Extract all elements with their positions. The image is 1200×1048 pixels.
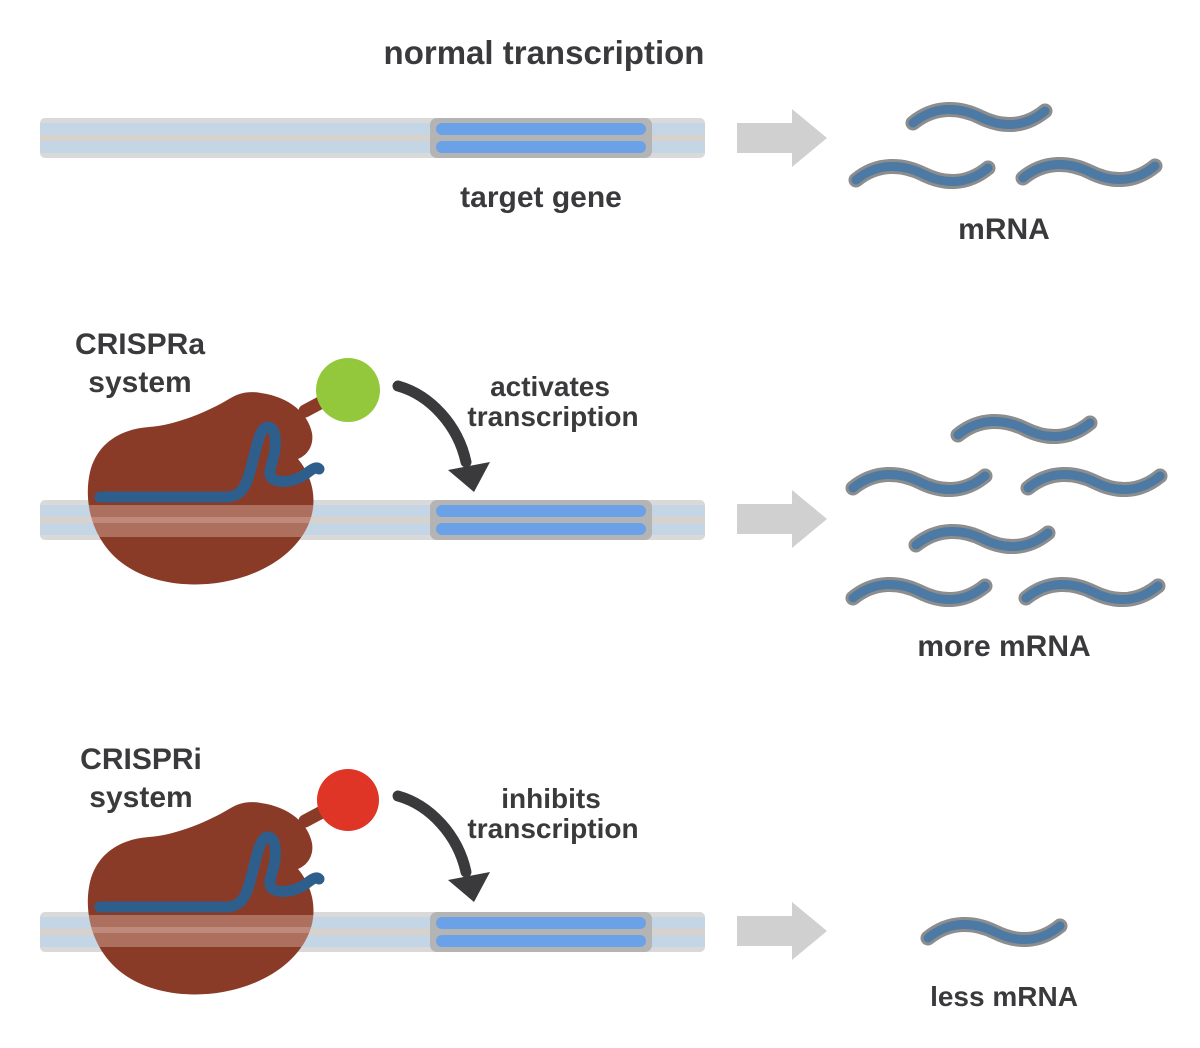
dcas9-activator-complex bbox=[87, 358, 380, 585]
gene-region-icon bbox=[430, 500, 652, 540]
target-gene-label: target gene bbox=[460, 181, 622, 214]
gene-strand-bottom bbox=[436, 141, 646, 153]
dna-edge bbox=[40, 118, 705, 123]
crispri-label-line2: system bbox=[89, 781, 193, 814]
dna-edge bbox=[40, 153, 705, 158]
crispra-label-line2: system bbox=[88, 366, 192, 399]
dna-edge bbox=[40, 912, 705, 917]
dna-through-protein bbox=[87, 915, 314, 947]
action-label-line1: activates bbox=[490, 371, 610, 402]
action-label-line1: inhibits bbox=[501, 783, 601, 814]
mrna-strand-icon bbox=[905, 101, 1053, 133]
dna-divider bbox=[40, 517, 705, 523]
mrna-strand-icon bbox=[950, 413, 1098, 445]
mrna-strand-icon bbox=[1015, 156, 1163, 188]
right-arrow-icon bbox=[737, 902, 827, 960]
dcas9-protein-icon bbox=[87, 802, 314, 995]
gene-strand-bottom bbox=[436, 935, 646, 947]
mrna-result-label: mRNA bbox=[958, 213, 1050, 246]
mrna-strand-icon bbox=[845, 576, 993, 608]
gene-region-icon bbox=[430, 912, 652, 952]
dcas9-repressor-complex bbox=[87, 769, 379, 995]
right-arrow-icon bbox=[737, 490, 827, 548]
dna-edge bbox=[40, 500, 705, 505]
mrna-strand-icon bbox=[848, 158, 996, 190]
dna-edge bbox=[40, 535, 705, 540]
right-arrow-icon bbox=[737, 109, 827, 167]
gene-strand-top bbox=[436, 123, 646, 135]
action-arrow-icon bbox=[392, 380, 490, 492]
dna-through-protein bbox=[87, 505, 314, 537]
dna-strand bbox=[40, 118, 705, 158]
mrna-strand-icon bbox=[1018, 576, 1166, 608]
gene-region-icon bbox=[430, 118, 652, 158]
guide-rna-icon bbox=[94, 831, 325, 913]
crispra-label-line1: CRISPRa bbox=[74, 328, 206, 361]
gene-strand-top bbox=[436, 917, 646, 929]
guide-rna-icon bbox=[94, 421, 325, 503]
dna-divider bbox=[40, 929, 705, 935]
crispri-label-line1: CRISPRi bbox=[80, 743, 202, 776]
dna-edge bbox=[40, 947, 705, 952]
repressor-domain-icon bbox=[317, 769, 379, 831]
dna-divider bbox=[40, 135, 705, 141]
action-arrow-icon bbox=[392, 790, 490, 902]
mrna-strand-icon bbox=[908, 523, 1056, 555]
mrna-result-label: more mRNA bbox=[917, 630, 1091, 663]
mrna-strand-icon bbox=[845, 466, 993, 498]
mrna-result-label: less mRNA bbox=[930, 981, 1078, 1012]
gene-strand-top bbox=[436, 505, 646, 517]
mrna-strand-icon bbox=[1020, 466, 1168, 498]
gene-strand-bottom bbox=[436, 523, 646, 535]
activator-domain-icon bbox=[316, 358, 380, 422]
action-label-line2: transcription bbox=[467, 813, 639, 844]
action-label-line2: transcription bbox=[467, 401, 639, 432]
dcas9-protein-icon bbox=[87, 392, 314, 585]
mrna-strand-icon bbox=[920, 916, 1068, 948]
diagram-title: normal transcription bbox=[383, 34, 705, 71]
